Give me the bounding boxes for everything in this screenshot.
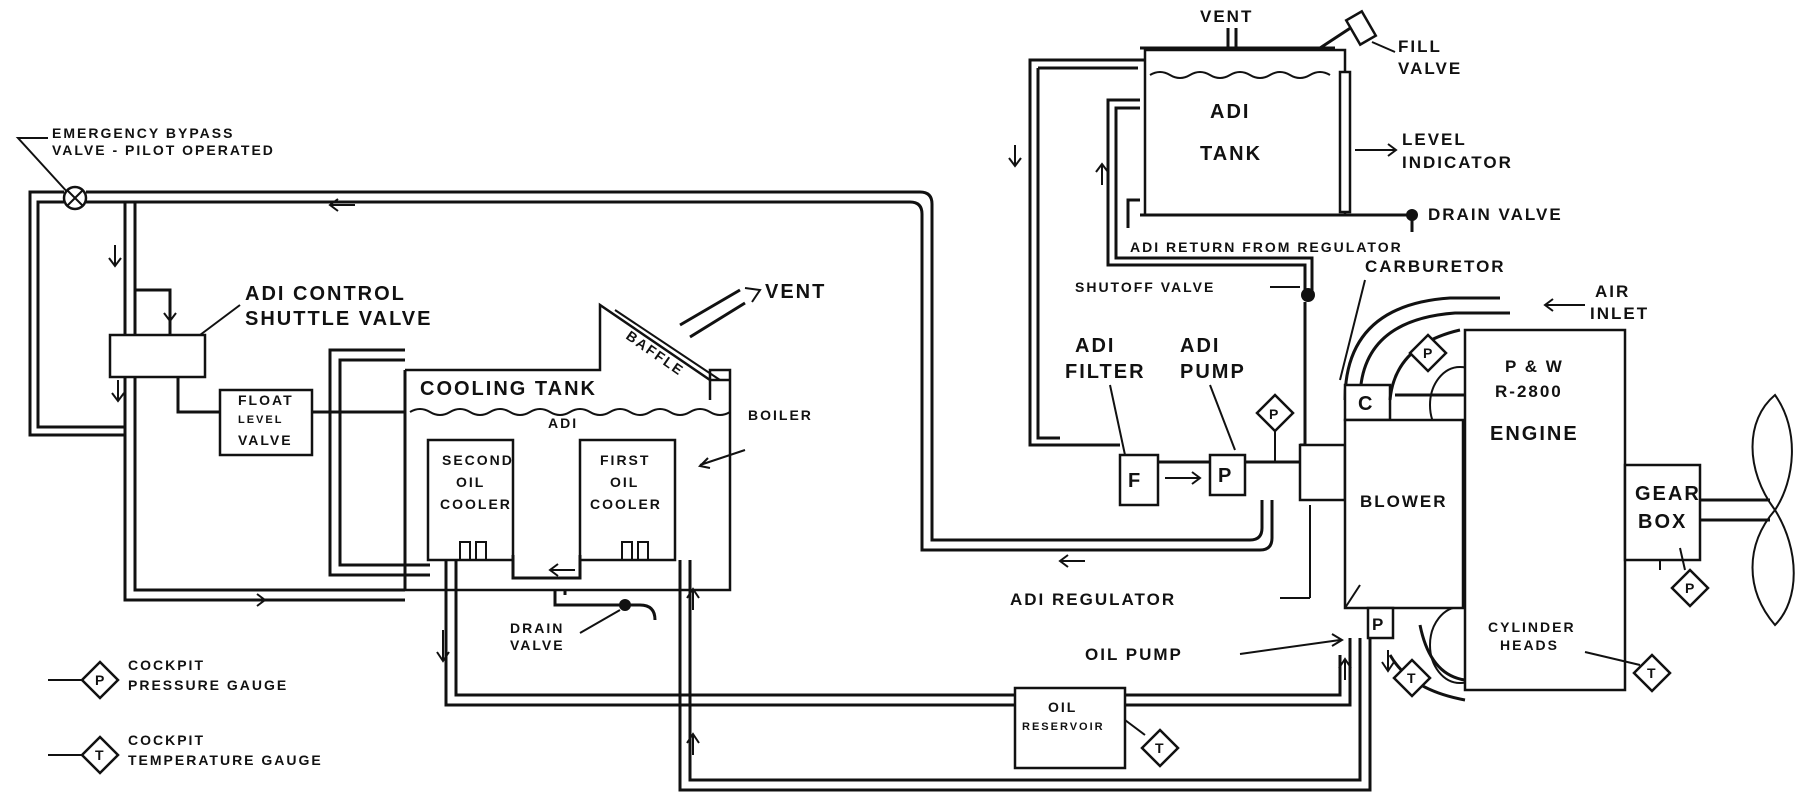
cooling-tank-label: COOLING TANK [420,378,597,400]
intake-pressure-gauge-letter: P [1423,345,1434,361]
oil-reservoir-temp-gauge: T [1140,728,1180,768]
legend-pressure-label-2: PRESSURE GAUGE [128,677,288,693]
air-inlet-label-1: AIR [1595,282,1630,301]
adi-pressure-gauge-letter: P [1269,406,1280,422]
legend-temperature-label-2: TEMPERATURE GAUGE [128,752,323,768]
cylinder-heads-label-2: HEADS [1500,637,1559,653]
second-oil-cooler-box [426,438,515,562]
carburetor-label: CARBURETOR [1365,257,1506,276]
float-level-label-1: FLOAT [238,392,294,408]
adi-pump-letter: P [1218,465,1233,487]
adi-regulator-label: ADI REGULATOR [1010,590,1176,609]
oil-reservoir-label-2: RESERVOIR [1022,721,1105,733]
second-oil-cooler-coil [459,541,487,560]
legend-temperature-label-1: COCKPIT [128,732,205,748]
emergency-bypass-label-1: EMERGENCY BYPASS [52,125,234,141]
intake-pressure-gauge: P [1408,333,1448,373]
adi-liquid-label: ADI [548,415,578,431]
fill-valve-label-1: FILL [1398,37,1442,56]
first-oil-cooler-box [578,438,677,562]
gearbox-label-2: BOX [1638,511,1687,533]
shuttle-valve-box [108,333,207,379]
blower-box [1343,418,1465,610]
drain-valve-top-icon [1406,209,1418,221]
level-indicator-label-2: INDICATOR [1402,153,1513,172]
gearbox-box [1623,463,1702,562]
vent-top-label: VENT [1200,7,1253,26]
boiler-label: BOILER [748,407,813,423]
oil-pump-letter: P [1372,615,1385,634]
fill-valve-label-2: VALVE [1398,59,1462,78]
adi-return-label: ADI RETURN FROM REGULATOR [1130,239,1403,255]
gearbox-label-1: GEAR [1635,483,1701,505]
cylinder-temp-gauge-letter: T [1647,665,1658,681]
gearbox-pressure-gauge: P [1670,568,1710,608]
adi-control-label-2: SHUTTLE VALVE [245,308,432,330]
adi-filter-label-2: FILTER [1065,361,1146,383]
oil-temp-gauge-letter: T [1407,670,1418,686]
engine-label-2: R-2800 [1495,382,1563,401]
adi-pressure-gauge: P [1255,393,1295,462]
level-indicator-tube [1338,70,1352,214]
second-oil-cooler-label-1: SECOND [442,452,514,468]
legend-pressure-label-1: COCKPIT [128,657,205,673]
oil-pump-label: OIL PUMP [1085,645,1183,664]
legend-temperature-letter: T [95,747,106,763]
shutoff-valve-icon [1301,288,1315,302]
propeller-icon [1751,393,1795,627]
first-oil-cooler-coil [621,541,649,560]
drain-valve-bottom-label-2: VALVE [510,637,565,653]
emergency-bypass-valve-icon [62,185,88,211]
vent-mid-label: VENT [765,281,826,303]
gearbox-pressure-gauge-letter: P [1685,580,1696,596]
drain-valve-top-label: DRAIN VALVE [1428,205,1563,224]
level-indicator-label-1: LEVEL [1402,130,1467,149]
adi-filter-label-1: ADI [1075,335,1115,357]
engine-label-3: ENGINE [1490,423,1579,445]
air-inlet-label-2: INLET [1590,304,1649,323]
adi-pump-label-1: ADI [1180,335,1220,357]
legend-pressure-letter: P [95,672,106,688]
legend-pressure: P COCKPIT PRESSURE GAUGE [48,657,288,700]
oil-reservoir-box [1013,686,1127,770]
blower-label: BLOWER [1360,492,1448,511]
drain-valve-bottom-icon [619,599,631,611]
float-level-label-2: LEVEL [238,414,283,426]
carburetor-letter: C [1358,393,1374,415]
engine-label-1: P & W [1505,357,1564,376]
second-oil-cooler-label-3: COOLER [440,496,512,512]
first-oil-cooler-label-3: COOLER [590,496,662,512]
adi-control-label-1: ADI CONTROL [245,283,406,305]
first-oil-cooler-label-1: FIRST [600,452,650,468]
emergency-bypass-label-2: VALVE - PILOT OPERATED [52,142,275,158]
shutoff-valve-label: SHUTOFF VALVE [1075,279,1215,295]
adi-filter-letter: F [1128,470,1142,492]
adi-pump-box [1208,453,1247,497]
first-oil-cooler-label-2: OIL [610,474,639,490]
adi-regulator-box [1298,443,1347,502]
engine-box [1463,328,1627,692]
cylinder-temp-gauge: T [1632,653,1672,693]
oil-temp-gauge: T [1392,658,1432,698]
adi-pump-label-2: PUMP [1180,361,1246,383]
second-oil-cooler-label-2: OIL [456,474,485,490]
float-level-label-3: VALVE [238,432,293,448]
oil-reservoir-label-1: OIL [1048,699,1077,715]
fill-valve-icon [1344,9,1378,47]
oil-pump-box [1366,606,1395,640]
cylinder-heads-label-1: CYLINDER [1488,619,1576,635]
adi-filter-box [1118,453,1160,507]
adi-tank: ADI TANK [1143,48,1347,217]
oil-reservoir-temp-gauge-letter: T [1155,740,1166,756]
drain-valve-bottom-label-1: DRAIN [510,620,564,636]
adi-tank-label-2: TANK [1200,143,1262,165]
legend-temperature: T COCKPIT TEMPERATURE GAUGE [48,732,323,775]
adi-tank-label-1: ADI [1210,101,1250,123]
float-level-valve-box [218,388,314,457]
